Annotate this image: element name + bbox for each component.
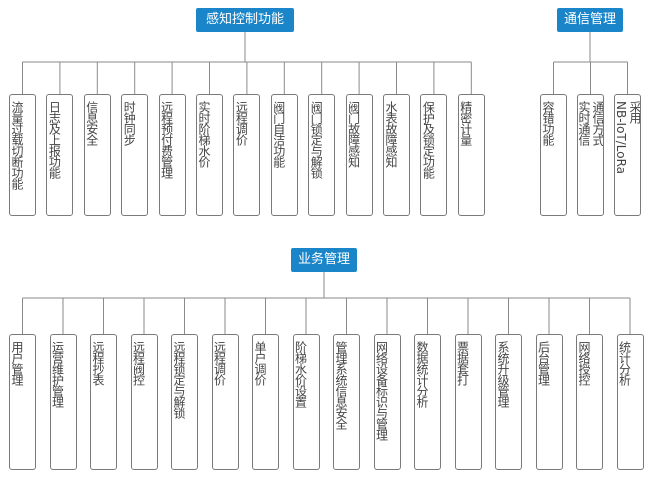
sense-item-box: 阀门锁定与解锁 xyxy=(308,94,336,216)
item-label: 容错功能 xyxy=(541,101,555,145)
item-label: 日志及上报功能 xyxy=(47,101,62,178)
item-label: 时钟同步 xyxy=(122,101,137,145)
item-label: 水表故障感知 xyxy=(384,101,398,167)
item-label: 单户调价 xyxy=(253,341,267,385)
biz-item-box: 远程抄表 xyxy=(90,334,117,470)
biz-item-box: 管理系统信息安全 xyxy=(333,334,360,470)
sense-item-box: 远程预付费管理 xyxy=(158,94,186,216)
item-label: 后台管理 xyxy=(536,341,551,385)
item-label: 远程预付费管理 xyxy=(159,101,174,178)
item-label: 实时通信 xyxy=(577,101,591,145)
item-label: 阀门自洁功能 xyxy=(271,101,286,167)
item-label: 远程调价 xyxy=(234,101,249,145)
sense-item-box: 精密计量 xyxy=(457,94,485,216)
item-label: 远程阀控 xyxy=(131,341,146,385)
item-label: 网络授控 xyxy=(577,341,591,385)
biz-item-box: 系统升级管理 xyxy=(495,334,522,470)
comm-header: 通信管理 xyxy=(557,8,623,32)
item-label: 阀门故障感知 xyxy=(346,101,361,167)
biz-item-box: 网络授控 xyxy=(576,334,603,470)
item-label: 用户管理 xyxy=(10,341,24,385)
item-label: 远程抄表 xyxy=(91,341,105,385)
sense-item-box: 保护及锁定功能 xyxy=(420,94,448,216)
sense-item-box: 日志及上报功能 xyxy=(46,94,74,216)
item-label: 数据统计分析 xyxy=(415,341,429,407)
biz-item-box: 后台管理 xyxy=(535,334,563,470)
biz-item-box: 数据统计分析 xyxy=(414,334,441,470)
item-label: 系统升级管理 xyxy=(496,341,510,407)
biz-header: 业务管理 xyxy=(291,248,357,272)
sense-item-box: 阀门故障感知 xyxy=(345,94,373,216)
item-label: 票据套打 xyxy=(455,341,470,385)
sense-item-box: 实时阶梯水价 xyxy=(196,94,223,216)
biz-item-box: 运营维护管理 xyxy=(49,334,77,470)
sense-header: 感知控制功能 xyxy=(196,8,294,32)
item-label: 采用 xyxy=(628,101,641,123)
item-label: 流量过载切断功能 xyxy=(10,101,24,189)
sense-item-box: 信息安全 xyxy=(83,94,111,216)
comm-item-box: 通信方式实时通信 xyxy=(577,94,604,216)
biz-item-box: 用户管理 xyxy=(9,334,36,470)
item-label: 保护及锁定功能 xyxy=(421,101,436,178)
item-label: 阀门锁定与解锁 xyxy=(309,101,324,178)
item-label: 通信方式 xyxy=(591,101,604,145)
item-label: 实时阶梯水价 xyxy=(197,101,211,167)
item-label: 远程锁定与解锁 xyxy=(172,341,186,418)
item-label: 精密计量 xyxy=(458,101,473,145)
item-label: 网络设备标识与管理 xyxy=(374,341,389,440)
biz-item-box: 网络设备标识与管理 xyxy=(373,334,401,470)
sense-item-box: 阀门自洁功能 xyxy=(270,94,298,216)
biz-item-box: 阶梯水价设置 xyxy=(292,334,320,470)
biz-item-box: 远程锁定与解锁 xyxy=(171,334,198,470)
item-label: 统计分析 xyxy=(617,341,632,385)
biz-item-box: 单户调价 xyxy=(252,334,279,470)
item-label: 运营维护管理 xyxy=(50,341,65,407)
sense-item-box: 时钟同步 xyxy=(121,94,149,216)
item-label: 信息安全 xyxy=(84,101,99,145)
sense-item-box: 远程调价 xyxy=(233,94,261,216)
item-label: 远程调价 xyxy=(212,341,227,385)
biz-item-box: 远程阀控 xyxy=(130,334,158,470)
sense-item-box: 流量过载切断功能 xyxy=(9,94,36,216)
item-label: 管理系统信息安全 xyxy=(334,341,348,429)
comm-item-box: 容错功能 xyxy=(540,94,567,216)
biz-item-box: 统计分析 xyxy=(616,334,644,470)
item-label: 阶梯水价设置 xyxy=(293,341,308,407)
item-label: NB-IoT/LoRa xyxy=(614,101,628,175)
biz-item-box: 票据套打 xyxy=(454,334,482,470)
biz-item-box: 远程调价 xyxy=(211,334,239,470)
sense-item-box: 水表故障感知 xyxy=(383,94,410,216)
